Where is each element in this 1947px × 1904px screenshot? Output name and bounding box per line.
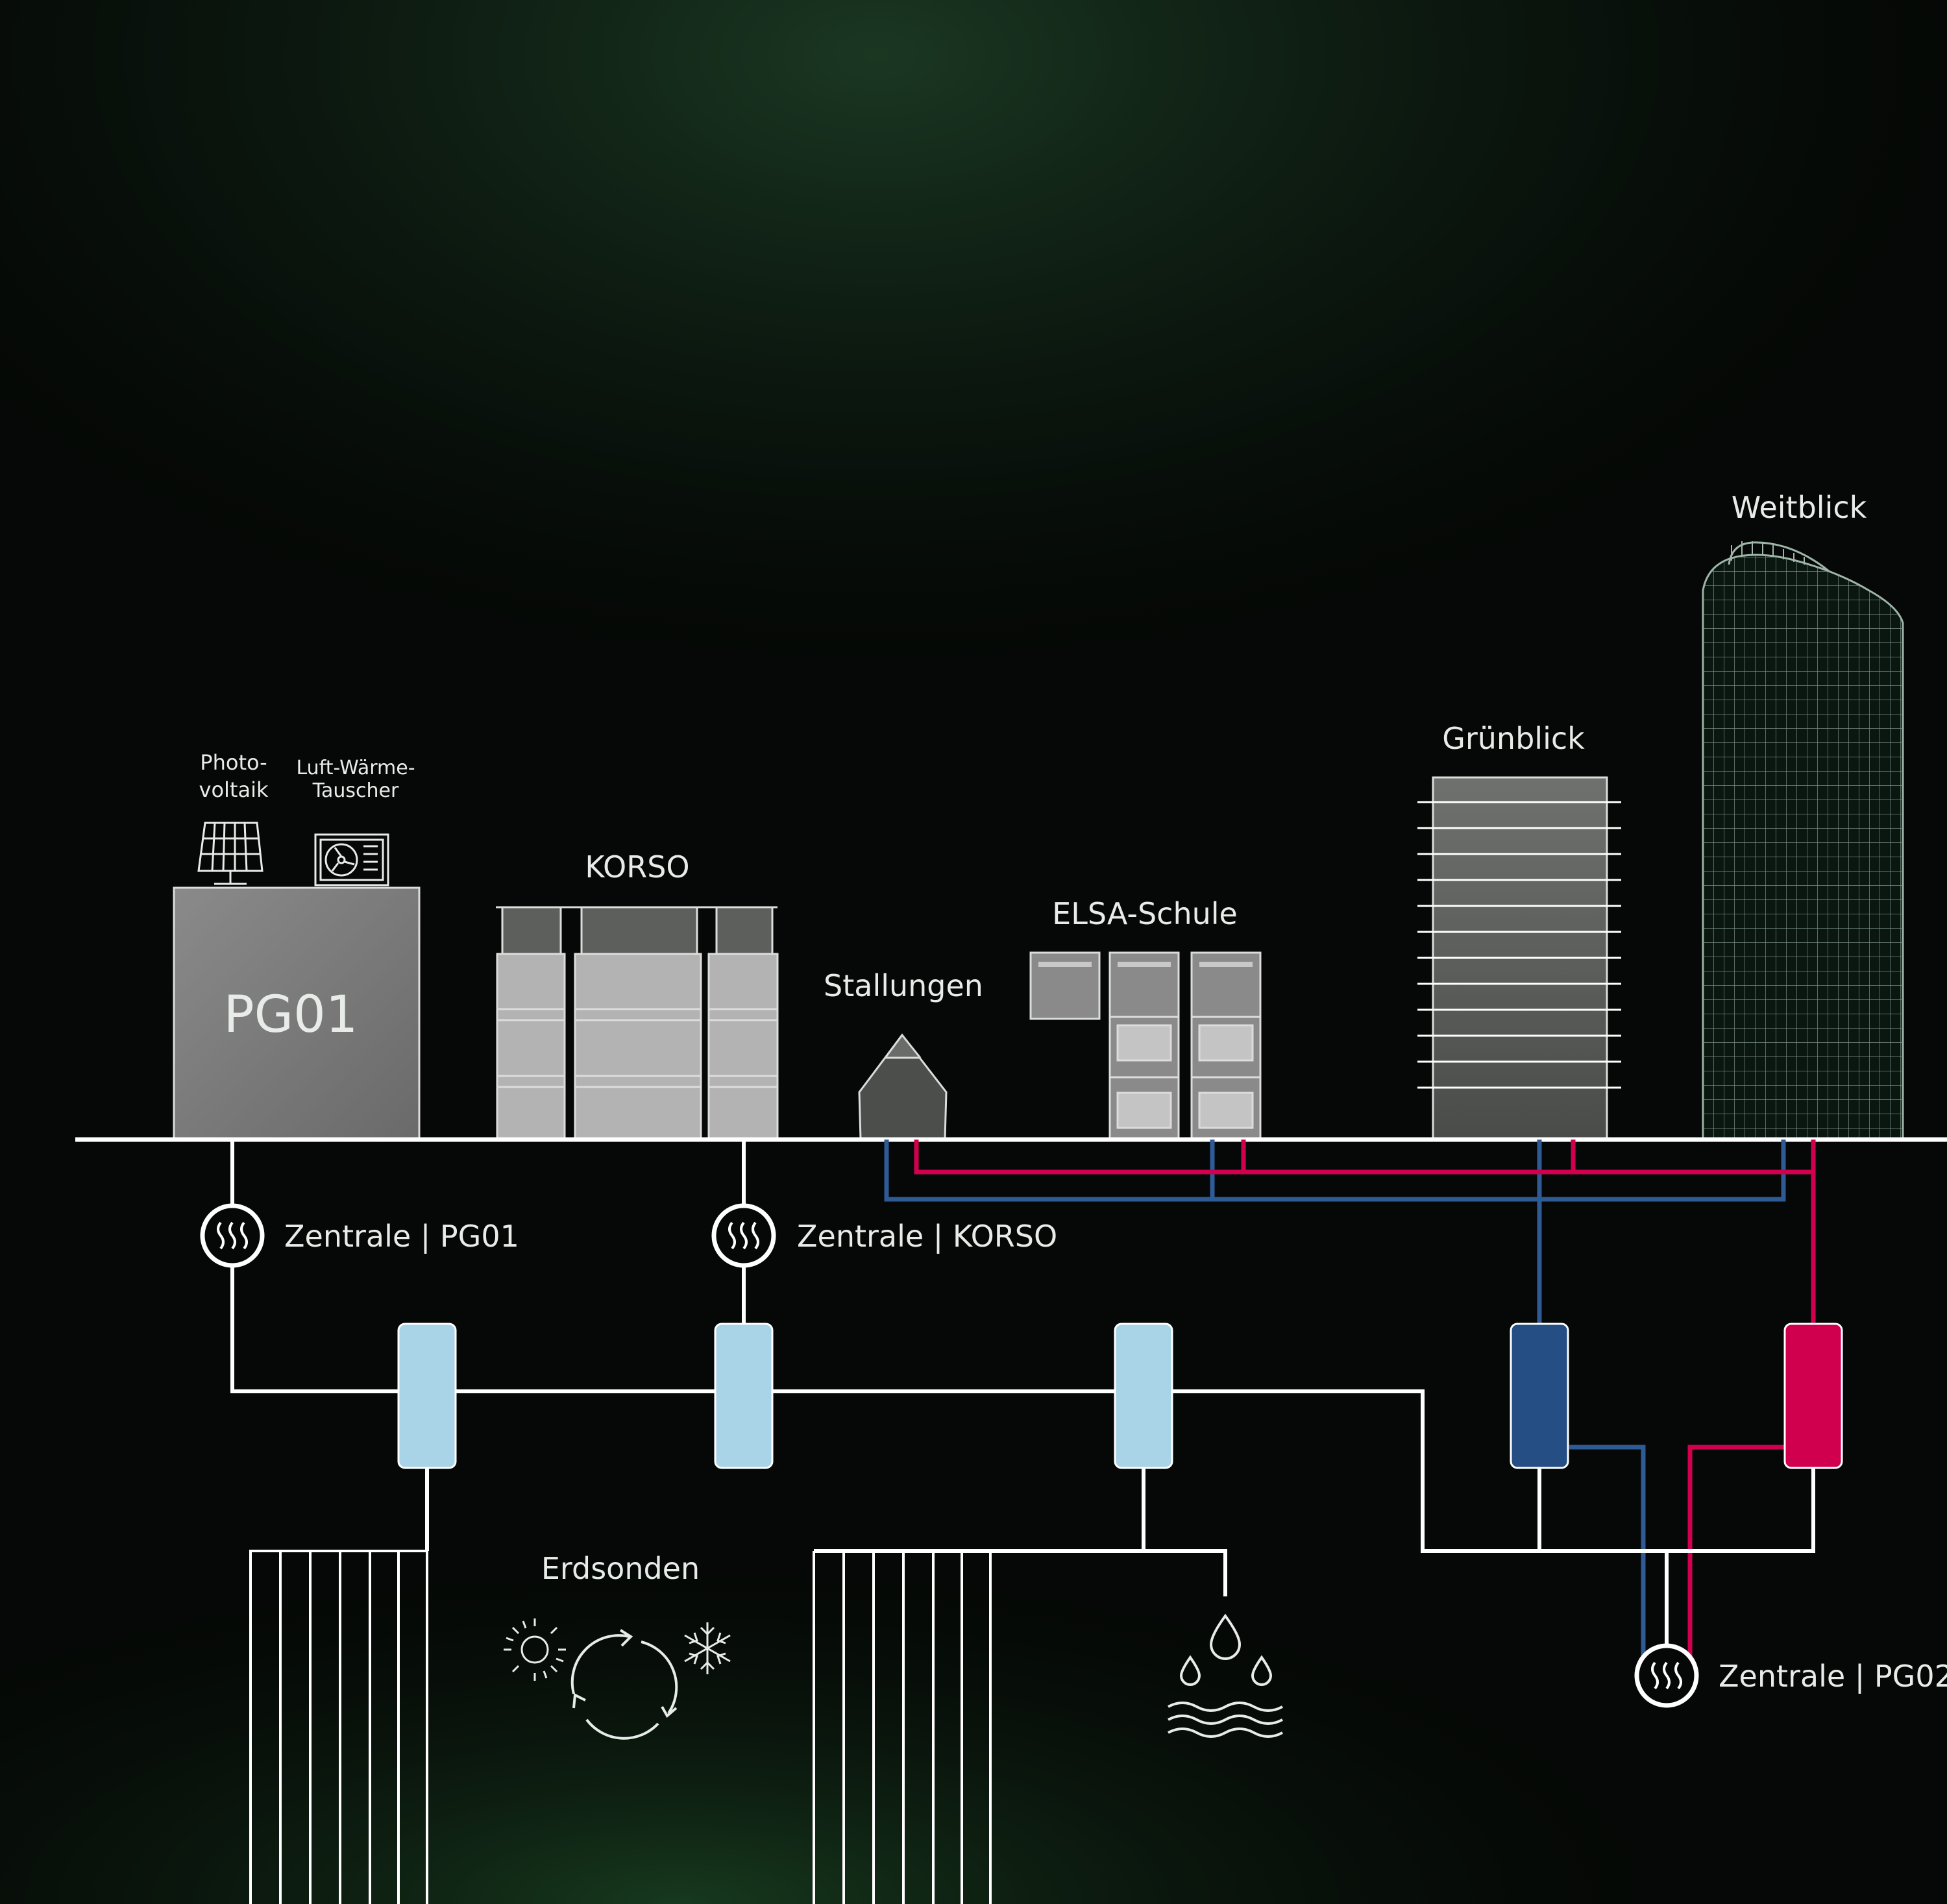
zentrale-pg02-label: Zentrale | PG02 <box>1719 1659 1947 1694</box>
heat-exchanger-fan-icon <box>314 833 389 886</box>
solar-panel-icon <box>197 822 263 885</box>
storage-tank-cold <box>1510 1323 1569 1469</box>
elsa-schule-label: ELSA-Schule <box>1052 896 1238 931</box>
background-glow-bottom <box>0 1233 1947 1904</box>
heating-icon <box>711 1203 776 1268</box>
erdsonden-label: Erdsonden <box>541 1551 700 1586</box>
erdsonden-probes-middle <box>813 1551 992 1904</box>
korso-label: KORSO <box>585 849 689 885</box>
heating-icon <box>1634 1643 1699 1708</box>
water-icon <box>1168 1613 1283 1738</box>
stallungen-label: Stallungen <box>824 968 983 1003</box>
pg01-building-label: PG01 <box>224 986 358 1044</box>
storage-tank-2 <box>714 1323 774 1469</box>
elsa-schule-building <box>1029 951 1262 1140</box>
photovoltaik-label-1: Photo- <box>200 750 267 775</box>
red-distribution-pipe <box>914 1140 1816 1659</box>
storage-tank-3 <box>1114 1323 1173 1469</box>
storage-tank-1 <box>397 1323 457 1469</box>
zentrale-pg01-label: Zentrale | PG01 <box>284 1219 519 1254</box>
luft-waerme-tauscher-label-1: Luft-Wärme- <box>296 757 415 779</box>
heating-icon <box>200 1203 265 1268</box>
luft-waerme-tauscher-label-2: Tauscher <box>312 779 399 802</box>
storage-tank-hot <box>1783 1323 1843 1469</box>
zentrale-korso-label: Zentrale | KORSO <box>797 1219 1057 1254</box>
pg01-building: PG01 <box>173 886 421 1140</box>
korso-building <box>496 906 779 1140</box>
weitblick-label: Weitblick <box>1732 490 1867 525</box>
gruenblick-building <box>1417 776 1621 1140</box>
main-pipe-network <box>230 1140 1815 1659</box>
sun-icon <box>504 1618 566 1681</box>
snowflake-icon <box>684 1622 731 1674</box>
cycle-arrows-icon <box>570 1629 678 1740</box>
erdsonden-probes-left <box>249 1550 428 1904</box>
weitblick-tower <box>1702 541 1904 1140</box>
photovoltaik-label-2: voltaik <box>199 777 269 802</box>
stallungen-building <box>858 1033 948 1140</box>
gruenblick-label: Grünblick <box>1442 721 1585 756</box>
